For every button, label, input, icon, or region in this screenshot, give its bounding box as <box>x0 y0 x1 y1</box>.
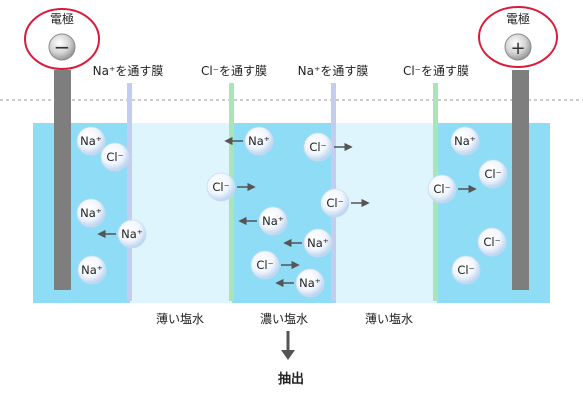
ion-sodium-11: Na⁺ <box>283 228 333 258</box>
ion-bubble <box>320 188 350 218</box>
positive-electrode-title: 電極 <box>506 11 530 26</box>
ion-label: Na⁺ <box>248 134 270 148</box>
ion-label: Na⁺ <box>299 276 321 290</box>
ion-label: Cl⁻ <box>326 196 343 210</box>
ion-sodium-13: Na⁺ <box>275 268 325 298</box>
membrane-labels: Na⁺を通す膜 Cl⁻を通す膜 Na⁺を通す膜 Cl⁻を通す膜 <box>93 64 469 78</box>
ion-bubble <box>450 126 480 156</box>
negative-electrode-rod <box>54 70 71 290</box>
ion-chloride-18: Cl⁻ <box>451 255 481 285</box>
ion-bubble <box>295 268 325 298</box>
positive-electrode-highlight <box>478 6 558 68</box>
ions: Na⁺ Cl⁻ Na⁺ Na⁺ Na⁺ Na⁺ Cl⁻ Na⁺ Cl⁻ Cl⁻ Na⁺ Cl⁻ Na⁺ N… <box>76 126 508 298</box>
ion-chloride-2: Cl⁻ <box>100 142 130 172</box>
ion-bubble <box>117 219 147 249</box>
ion-label: Na⁺ <box>80 134 102 148</box>
ion-label: Na⁺ <box>81 263 103 277</box>
ion-label: Cl⁻ <box>212 180 229 194</box>
compartment-label-2: 濃い塩水 <box>260 311 308 326</box>
ion-sodium-8: Na⁺ <box>238 206 288 236</box>
ion-bubble <box>427 174 457 204</box>
ion-label: Cl⁻ <box>433 182 450 196</box>
negative-electrode-title: 電極 <box>50 11 74 26</box>
ion-sodium-5: Na⁺ <box>77 255 107 285</box>
ion-chloride-12: Cl⁻ <box>250 250 300 280</box>
ion-label: Na⁺ <box>121 227 143 241</box>
ion-bubble <box>258 206 288 236</box>
ion-label: Na⁺ <box>454 134 476 148</box>
ion-bubble <box>478 159 508 189</box>
ion-label: Cl⁻ <box>483 235 500 249</box>
membrane-label-3: Na⁺を通す膜 <box>298 64 369 78</box>
ion-label: Cl⁻ <box>457 263 474 277</box>
ion-bubble <box>250 250 280 280</box>
ion-bubble <box>477 227 507 257</box>
ion-bubble <box>303 228 333 258</box>
ion-bubble <box>303 132 333 162</box>
ion-label: Cl⁻ <box>256 258 273 272</box>
compartment-label-1: 薄い塩水 <box>156 311 204 326</box>
membrane-label-4: Cl⁻を通す膜 <box>403 64 469 78</box>
ion-bubble <box>100 142 130 172</box>
ion-sodium-3: Na⁺ <box>76 198 106 228</box>
ion-chloride-9: Cl⁻ <box>303 132 353 162</box>
ion-sodium-14: Na⁺ <box>450 126 480 156</box>
ion-label: Cl⁻ <box>106 150 123 164</box>
ion-bubble <box>451 255 481 285</box>
positive-terminal-icon <box>504 33 532 61</box>
ion-sodium-6: Na⁺ <box>224 126 274 156</box>
ion-bubble <box>77 255 107 285</box>
ion-label: Na⁺ <box>307 236 329 250</box>
negative-electrode-highlight <box>24 8 100 70</box>
ion-sodium-1: Na⁺ <box>76 126 106 156</box>
ion-sodium-4: Na⁺ <box>97 219 147 249</box>
ion-bubble <box>76 198 106 228</box>
ion-bubble <box>244 126 274 156</box>
ion-chloride-7: Cl⁻ <box>206 172 256 202</box>
ion-label: Cl⁻ <box>309 140 326 154</box>
ion-bubble <box>206 172 236 202</box>
ion-chloride-16: Cl⁻ <box>427 174 477 204</box>
ion-chloride-10: Cl⁻ <box>320 188 370 218</box>
ion-label: Na⁺ <box>80 206 102 220</box>
membrane-1 <box>127 83 132 301</box>
ion-bubble <box>76 126 106 156</box>
membrane-label-1: Na⁺を通す膜 <box>93 64 164 78</box>
compartment-dilute-1 <box>130 123 232 303</box>
extraction-arrow-head <box>281 350 295 360</box>
ion-chloride-17: Cl⁻ <box>477 227 507 257</box>
positive-terminal-symbol: + <box>510 38 525 59</box>
compartment-dilute-2 <box>336 123 437 303</box>
compartment-label-3: 薄い塩水 <box>365 311 413 326</box>
ion-label: Na⁺ <box>262 214 284 228</box>
ion-label: Cl⁻ <box>484 167 501 181</box>
membrane-label-2: Cl⁻を通す膜 <box>201 64 267 78</box>
negative-terminal-symbol: − <box>54 35 71 59</box>
extraction-label: 抽出 <box>278 371 304 387</box>
positive-electrode-rod <box>512 70 529 290</box>
ion-chloride-15: Cl⁻ <box>478 159 508 189</box>
negative-terminal-icon <box>48 33 76 61</box>
compartment-labels: 薄い塩水 濃い塩水 薄い塩水 <box>156 311 413 326</box>
